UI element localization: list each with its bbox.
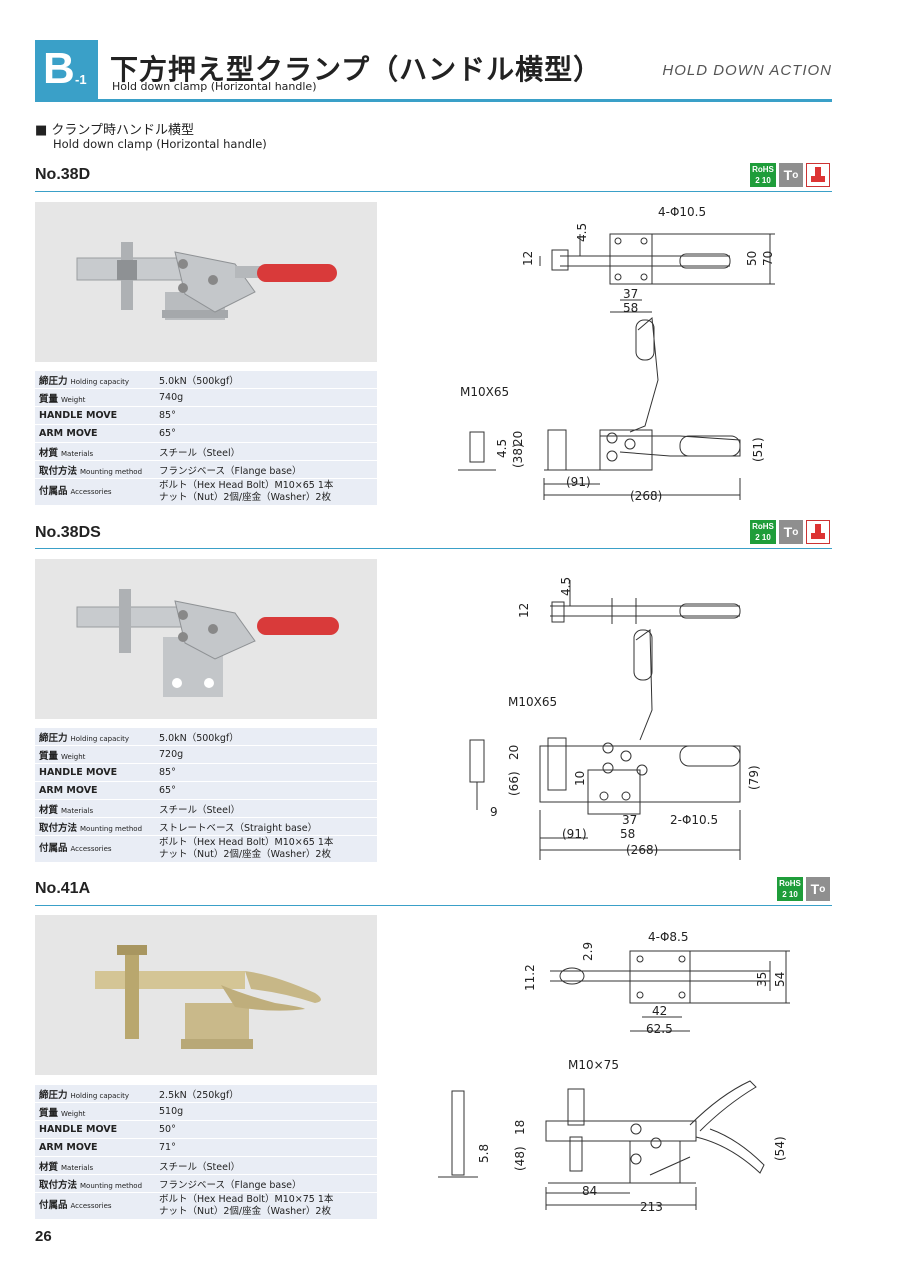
dim: 10	[573, 771, 587, 786]
dim: 20	[511, 431, 525, 446]
dim: (48)	[513, 1146, 527, 1171]
dim: 37	[622, 813, 637, 827]
dim: 20	[507, 745, 521, 760]
dim: 11.2	[523, 964, 537, 991]
dim: (91)	[566, 475, 591, 489]
dim: 50	[745, 251, 759, 266]
header-rule	[35, 99, 832, 102]
dim: 54	[773, 972, 787, 987]
dim: 4.5	[495, 439, 509, 458]
dim: (91)	[562, 827, 587, 841]
section-badge: B -1	[35, 40, 98, 100]
dim-bolt: M10X65	[460, 385, 509, 399]
page-title: 下方押え型クランプ（ハンドル横型）	[110, 53, 603, 86]
dim-holes: 2-Φ10.5	[670, 813, 718, 827]
dim: 5.8	[477, 1144, 491, 1163]
dim: 4.5	[559, 577, 573, 596]
section-title-en: Hold down clamp (Horizontal handle)	[53, 137, 267, 151]
dim: 58	[623, 301, 638, 315]
dim: 213	[640, 1200, 663, 1214]
rohs-icon: RoHS 2 10	[750, 163, 776, 187]
dim: 4.5	[575, 223, 589, 242]
action-label: HOLD DOWN ACTION	[662, 62, 832, 79]
technical-drawing: 4-Φ8.5 2.9 11.2 35 54 42 62.5 M10×75 18 …	[438, 930, 790, 1214]
dim-holes: 4-Φ10.5	[658, 205, 706, 219]
dim-holes: 4-Φ8.5	[648, 930, 689, 944]
dim: (79)	[747, 765, 761, 790]
dim-bolt: M10X65	[508, 695, 557, 709]
model-rule	[35, 548, 832, 549]
rohs-icon: RoHS 2 10	[777, 877, 803, 901]
dim: 18	[513, 1120, 527, 1135]
dim-bolt: M10×75	[568, 1058, 619, 1072]
dim: 70	[761, 251, 775, 266]
technical-drawing: 4-Φ10.5 4.5 12 50 70 37 58 M10X65 20 4.5…	[458, 205, 775, 503]
dim: (38)	[511, 443, 525, 468]
dim: 62.5	[646, 1022, 673, 1036]
dim: (51)	[751, 437, 765, 462]
warning-icon	[806, 163, 830, 187]
model-title: No.38D	[35, 166, 91, 183]
dim: 58	[620, 827, 635, 841]
badge-letter: B	[43, 44, 75, 93]
dim: 9	[490, 805, 498, 819]
dim: 84	[582, 1184, 597, 1198]
model-rule	[35, 191, 832, 192]
dim: 35	[755, 972, 769, 987]
page-subtitle: Hold down clamp (Horizontal handle)	[112, 80, 317, 93]
technical-drawing: 12 4.5 M10X65 20 (66) 10 (79) 9 37 58 2-…	[469, 577, 761, 860]
model-title: No.41A	[35, 880, 91, 897]
badge-sub: -1	[75, 72, 87, 87]
dim: 37	[623, 287, 638, 301]
model-title: No.38DS	[35, 524, 101, 541]
product-photo	[35, 202, 377, 362]
dim: (268)	[630, 489, 662, 503]
dim: 2.9	[581, 942, 595, 961]
model-rule	[35, 905, 832, 906]
product-photo	[35, 559, 377, 719]
warning-icon	[806, 520, 830, 544]
dim: (268)	[626, 843, 658, 857]
rohs-icon: RoHS 2 10	[750, 520, 776, 544]
product-photo	[35, 915, 377, 1075]
dim: 12	[517, 603, 531, 618]
dim: (54)	[773, 1136, 787, 1161]
dim: (66)	[507, 771, 521, 796]
dim: 42	[652, 1004, 667, 1018]
section-title: ■ クランプ時ハンドル横型	[35, 123, 195, 138]
page-number: 26	[35, 1228, 52, 1245]
dim: 12	[521, 251, 535, 266]
